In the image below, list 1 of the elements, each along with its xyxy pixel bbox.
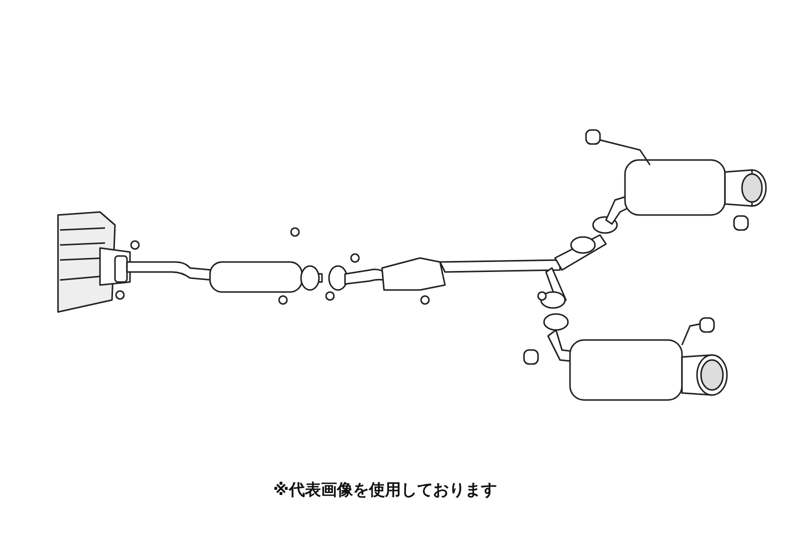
caption-text: ※代表画像を使用しております: [272, 480, 498, 501]
